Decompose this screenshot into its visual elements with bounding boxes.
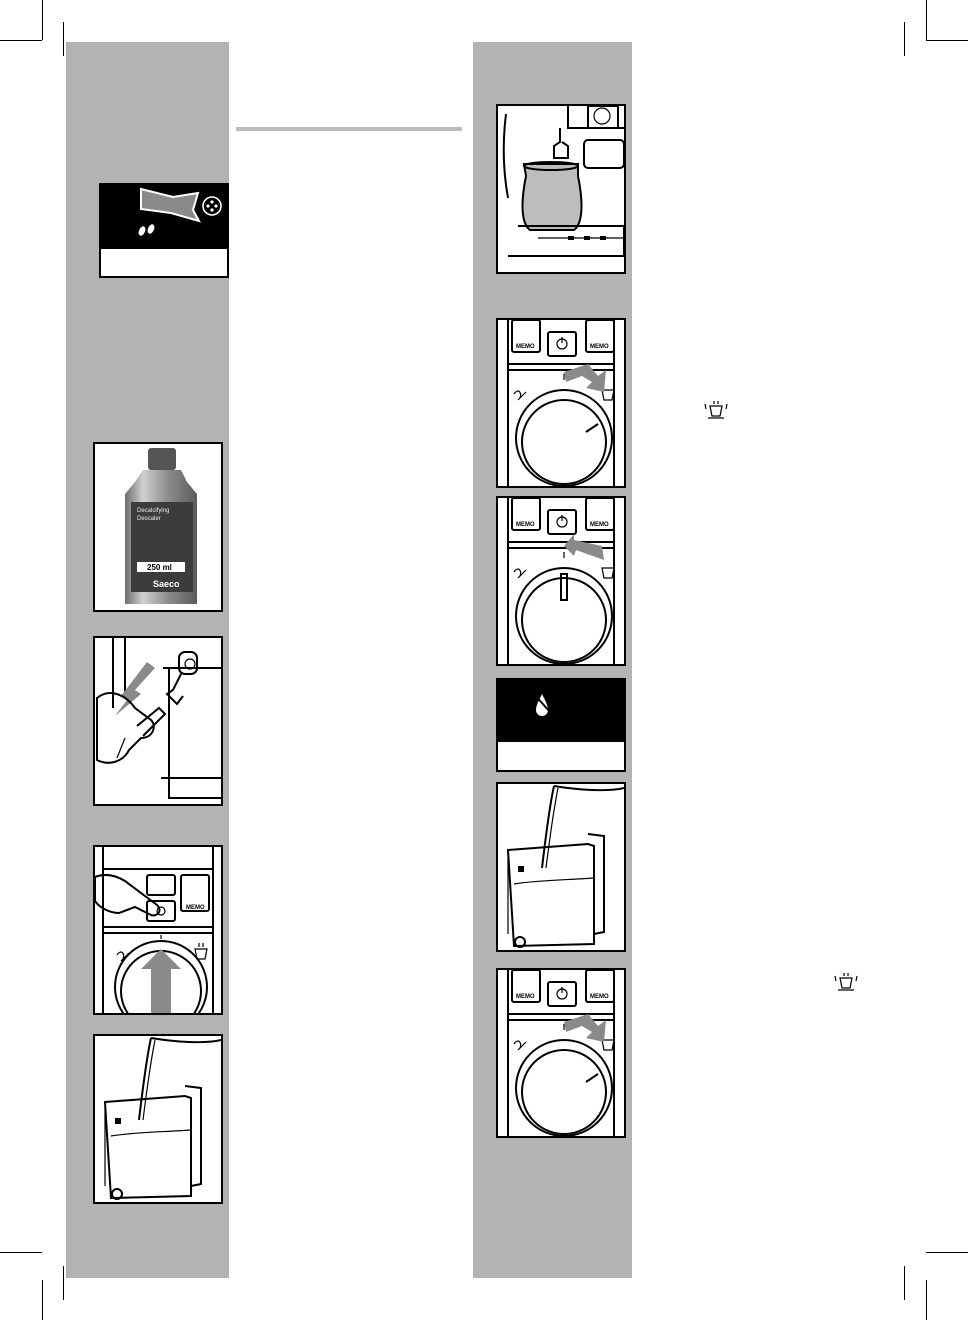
power-icon: [156, 906, 166, 916]
memo-label: MEMO: [516, 994, 535, 1000]
arrow-indicator: [564, 364, 606, 392]
knob-return-center-panel: MEMO MEMO: [496, 496, 626, 666]
crop-mark: [42, 0, 43, 40]
hot-water-cup-icon: [194, 943, 208, 960]
crop-mark: [63, 1266, 64, 1300]
water-drop-icon: [533, 693, 551, 716]
memo-label: MEMO: [186, 905, 205, 911]
power-icon: [556, 987, 568, 1000]
crop-mark: [904, 1266, 905, 1300]
crop-mark: [926, 0, 927, 40]
hot-water-cup-icon: [601, 1039, 615, 1051]
jug-under-wand-panel: [496, 104, 626, 274]
steam-icon: [116, 951, 130, 962]
bottle-name-line2: Descaler: [137, 516, 161, 522]
arrow-indicator: [564, 534, 604, 560]
crop-mark: [42, 1280, 43, 1320]
descaler-bottle-panel: Decalcifying Descaler 250 ml Saeco: [93, 442, 223, 612]
arrow-indicator: [115, 662, 155, 716]
power-icon: [556, 515, 568, 528]
knob-turn-again-panel: MEMO MEMO: [496, 968, 626, 1138]
memo-label: MEMO: [590, 344, 609, 350]
bottle-brand: Saeco: [153, 579, 180, 589]
crop-mark: [926, 1252, 968, 1253]
crop-mark: [926, 40, 968, 41]
memo-label: MEMO: [590, 994, 609, 1000]
steam-icon: [513, 1040, 527, 1051]
remove-cappuccinatore-panel: [93, 636, 223, 806]
crop-mark: [63, 22, 64, 56]
hot-water-cup-icon: [834, 973, 858, 991]
pour-tank-panel-left: [93, 1034, 223, 1204]
crop-mark: [0, 40, 42, 41]
section-rule: [236, 127, 462, 131]
steam-icon: [513, 568, 527, 579]
hot-water-cup-icon: [601, 567, 615, 579]
arrow-indicator: [564, 1014, 606, 1042]
memo-label: MEMO: [516, 344, 535, 350]
descale-icon: [202, 196, 222, 216]
crop-mark: [0, 1252, 42, 1253]
knob-turn-hot-water-panel: MEMO MEMO: [496, 318, 626, 488]
hot-water-cup-icon: [601, 389, 615, 401]
press-button-panel: MEMO: [93, 845, 223, 1015]
steam-icon: [513, 390, 527, 401]
display-water-panel: [496, 678, 626, 772]
power-icon: [556, 337, 568, 350]
coffee-beans-icon: [138, 224, 155, 236]
pour-tank-panel-right: [496, 782, 626, 952]
display-descale-panel: [99, 183, 229, 278]
memo-label: MEMO: [590, 522, 609, 528]
memo-label: MEMO: [516, 522, 535, 528]
bottle-volume: 250 ml: [147, 563, 172, 572]
hot-water-cup-icon: [704, 401, 728, 419]
crop-mark: [904, 22, 905, 56]
bottle-name-line1: Decalcifying: [137, 508, 169, 514]
arrow-indicator: [141, 949, 181, 1013]
crop-mark: [926, 1280, 927, 1320]
arrow-indicator: [140, 187, 202, 223]
